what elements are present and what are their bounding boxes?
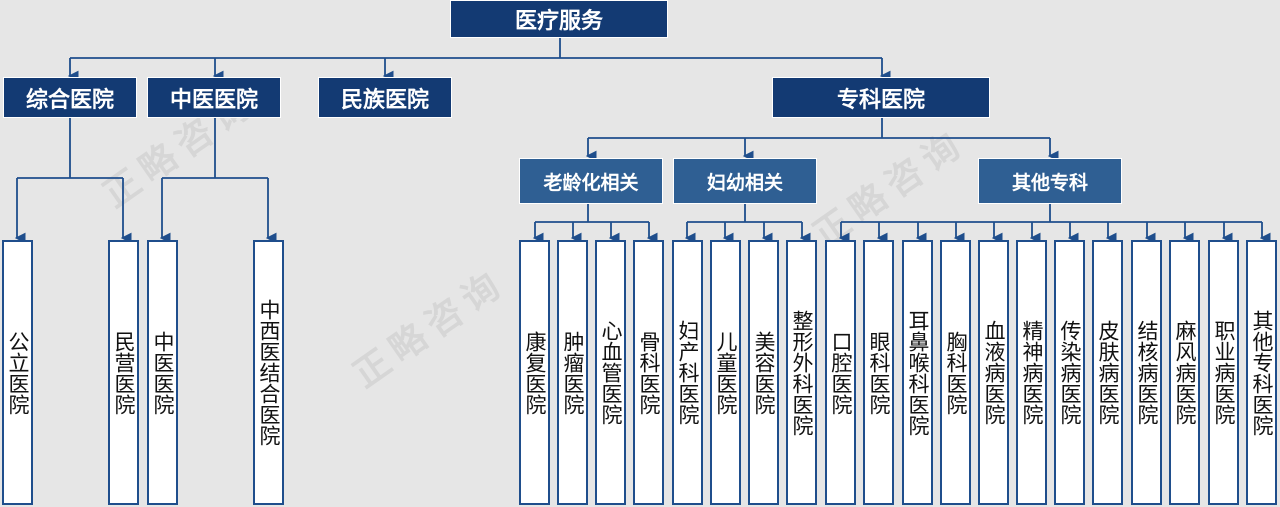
leaf-label: 职业病医院 xyxy=(1212,320,1236,425)
leaf-label: 中西医结合医院 xyxy=(257,299,281,446)
leaf-label: 麻风病医院 xyxy=(1173,320,1197,425)
leaf-other-specialty-hospital: 其他专科医院 xyxy=(1246,240,1277,505)
leaf-public-hospital: 公立医院 xyxy=(2,240,33,505)
leaf-label: 美容医院 xyxy=(752,330,776,415)
leaf-cardio-hospital: 心血管医院 xyxy=(595,240,626,505)
node-ethnic-hospital: 民族医院 xyxy=(318,77,452,118)
leaf-maternity-hospital: 妇产科医院 xyxy=(672,240,703,505)
leaf-private-hospital: 民营医院 xyxy=(108,240,139,505)
leaf-blood-disease-hospital: 血液病医院 xyxy=(978,240,1009,505)
leaf-label: 康复医院 xyxy=(523,330,547,415)
leaf-label: 中医医院 xyxy=(151,330,175,415)
leaf-leprosy-hospital: 麻风病医院 xyxy=(1169,240,1200,505)
node-elderly-related: 老龄化相关 xyxy=(519,158,663,204)
root-node: 医疗服务 xyxy=(450,0,668,38)
leaf-skin-disease-hospital: 皮肤病医院 xyxy=(1092,240,1123,505)
node-other-specialty: 其他专科 xyxy=(978,158,1122,204)
leaf-occupational-disease-hospital: 职业病医院 xyxy=(1208,240,1239,505)
node-specialty-hospital: 专科医院 xyxy=(772,77,990,118)
leaf-label: 儿童医院 xyxy=(714,330,738,415)
leaf-plastic-surgery-hospital: 整形外科医院 xyxy=(786,240,817,505)
leaf-label: 皮肤病医院 xyxy=(1096,320,1120,425)
leaf-label: 妇产科医院 xyxy=(676,320,700,425)
leaf-label: 耳鼻喉科医院 xyxy=(906,309,930,436)
leaf-dental-hospital: 口腔医院 xyxy=(825,240,856,505)
leaf-tcm-hospital: 中医医院 xyxy=(147,240,178,505)
leaf-label: 眼科医院 xyxy=(867,330,891,415)
node-general-hospital: 综合医院 xyxy=(3,77,137,118)
leaf-mental-hospital: 精神病医院 xyxy=(1016,240,1047,505)
leaf-rehab-hospital: 康复医院 xyxy=(519,240,550,505)
leaf-integrated-hospital: 中西医结合医院 xyxy=(253,240,284,505)
leaf-infectious-disease-hospital: 传染病医院 xyxy=(1054,240,1085,505)
leaf-label: 公立医院 xyxy=(6,330,30,415)
leaf-chest-hospital: 胸科医院 xyxy=(940,240,971,505)
leaf-ortho-hospital: 骨科医院 xyxy=(633,240,664,505)
leaf-label: 胸科医院 xyxy=(944,330,968,415)
node-women-children: 妇幼相关 xyxy=(673,158,817,204)
leaf-cosmetic-hospital: 美容医院 xyxy=(748,240,779,505)
leaf-label: 传染病医院 xyxy=(1058,320,1082,425)
leaf-label: 血液病医院 xyxy=(982,320,1006,425)
leaf-label: 民营医院 xyxy=(112,330,136,415)
leaf-label: 精神病医院 xyxy=(1020,320,1044,425)
leaf-tumor-hospital: 肿瘤医院 xyxy=(557,240,588,505)
leaf-label: 肿瘤医院 xyxy=(561,330,585,415)
leaf-children-hospital: 儿童医院 xyxy=(710,240,741,505)
leaf-label: 骨科医院 xyxy=(637,330,661,415)
leaf-label: 其他专科医院 xyxy=(1250,309,1274,436)
leaf-label: 结核病医院 xyxy=(1135,320,1159,425)
leaf-label: 心血管医院 xyxy=(599,320,623,425)
leaf-eye-hospital: 眼科医院 xyxy=(863,240,894,505)
leaf-ent-hospital: 耳鼻喉科医院 xyxy=(902,240,933,505)
leaf-label: 口腔医院 xyxy=(829,330,853,415)
leaf-label: 整形外科医院 xyxy=(790,309,814,436)
leaf-tb-hospital: 结核病医院 xyxy=(1131,240,1162,505)
node-tcm-hospital: 中医医院 xyxy=(147,77,281,118)
